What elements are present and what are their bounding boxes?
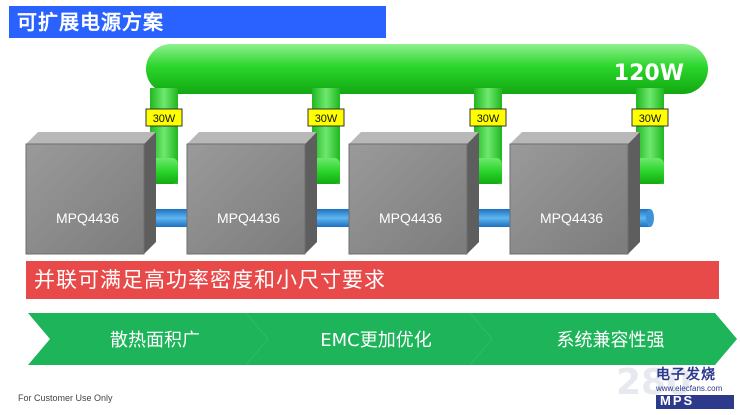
power-bus — [146, 44, 708, 94]
module-side — [467, 132, 479, 254]
watermark-site: www.elecfans.com — [656, 384, 723, 393]
module-name-label: MPQ4436 — [56, 210, 119, 226]
watermark-bar — [656, 395, 734, 409]
module-name-label: MPQ4436 — [217, 210, 280, 226]
module-chip — [186, 143, 306, 255]
module-power-label: 30W — [477, 113, 500, 125]
watermark-logo: 280 电子发烧 www.elecfans.com MPS — [616, 362, 736, 412]
benefit-label: EMC更加优化 — [320, 330, 431, 351]
module-side — [305, 132, 317, 254]
module-top — [510, 132, 640, 144]
module-name-label: MPQ4436 — [379, 210, 442, 226]
module-chip — [509, 143, 629, 255]
module-top — [187, 132, 317, 144]
summary-banner — [26, 261, 719, 299]
benefit-chevron — [28, 313, 268, 365]
benefit-chevron — [246, 313, 492, 365]
module-power-badge — [307, 108, 345, 127]
summary-text: 并联可满足高功率密度和小尺寸要求 — [34, 268, 386, 292]
bus-power-label: 120W — [614, 61, 684, 86]
module-power-badge — [631, 108, 669, 127]
link-tube — [305, 209, 359, 227]
benefit-chevron — [470, 313, 737, 365]
module-side — [628, 132, 640, 254]
module-name-label: MPQ4436 — [540, 210, 603, 226]
watermark-cn: 电子发烧 — [656, 367, 716, 383]
module-power-badge — [469, 108, 507, 127]
link-tube-end — [646, 209, 654, 227]
module-side — [144, 132, 156, 254]
module-power-label: 30W — [153, 113, 176, 125]
benefit-label: 系统兼容性强 — [557, 330, 665, 351]
watermark-bar-text: MPS — [660, 393, 695, 408]
module-top — [26, 132, 156, 144]
module-power-label: 30W — [315, 113, 338, 125]
module-chip — [348, 143, 468, 255]
link-tube — [144, 209, 197, 227]
link-tube — [467, 209, 520, 227]
benefit-label: 散热面积广 — [110, 330, 200, 351]
page-title: 可扩展电源方案 — [17, 10, 164, 34]
module-top — [349, 132, 479, 144]
module-power-badge — [145, 108, 183, 127]
module-chip — [25, 143, 145, 255]
footer-note: For Customer Use Only — [18, 393, 113, 403]
title-bar — [9, 6, 386, 38]
module-power-label: 30W — [639, 113, 662, 125]
